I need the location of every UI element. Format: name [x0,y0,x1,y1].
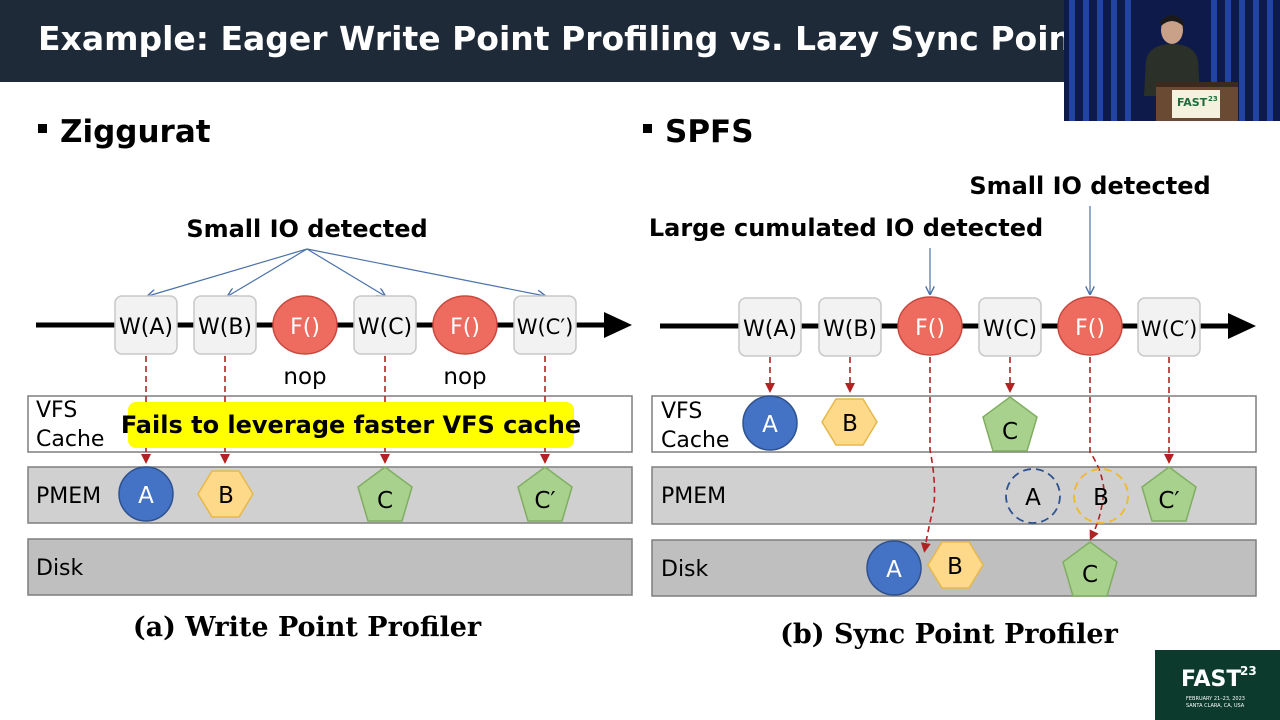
right-vfs-label-2: Cache [661,428,729,453]
right-annotation-arrows [930,206,1090,294]
svg-text:W(A): W(A) [743,317,797,342]
right-write-arrows [765,357,1174,553]
left-op-w-a: W(A) [114,295,178,355]
right-annotation-small: Small IO detected [969,172,1210,200]
right-annotation-large: Large cumulated IO detected [649,214,1043,242]
right-op-w-b: W(B) [818,297,882,357]
right-disk-label: Disk [661,557,709,582]
svg-text:C′: C′ [534,488,555,514]
conference-logo-name: FAST [1181,667,1241,692]
right-op-flush-1: F() [897,296,963,356]
svg-text:W(C): W(C) [358,315,412,340]
svg-text:W(C′): W(C′) [1141,317,1198,341]
right-op-w-a: W(A) [738,297,802,357]
right-disk-block-b: B [927,541,984,589]
right-op-w-c-prime: W(C′) [1137,297,1201,357]
svg-text:B: B [1093,485,1109,511]
left-heading-bullet [38,124,47,133]
right-vfs-block-c: C [982,396,1038,452]
left-annotation: Small IO detected [186,215,427,243]
right-vfs-label-1: VFS [661,399,702,424]
right-heading-bullet [643,124,652,133]
right-vfs-block-a: A [742,395,798,451]
svg-text:A: A [138,483,154,509]
left-pmem-label: PMEM [36,484,101,509]
left-nop-2: nop [443,364,486,390]
svg-text:C′: C′ [1158,488,1179,514]
svg-text:F(): F() [290,315,320,340]
left-op-w-b: W(B) [193,295,257,355]
svg-text:W(C′): W(C′) [517,315,574,339]
right-disk-block-a: A [866,540,922,596]
left-pmem-block-a: A [118,466,174,522]
right-disk-block-c: C [1062,541,1118,597]
svg-text:Fails to leverage faster VFS c: Fails to leverage faster VFS cache [121,411,581,439]
speaker-video: FAST 23 [1064,0,1280,121]
speaker-video-scene: FAST 23 [1064,0,1280,121]
svg-text:B: B [842,411,858,437]
left-op-flush-1: F() [272,295,338,355]
svg-text:W(B): W(B) [823,317,877,342]
svg-text:A: A [886,557,902,583]
right-pmem-block-c-prime: C′ [1141,466,1197,522]
conference-logo-location: SANTA CLARA, CA, USA [1186,703,1245,709]
left-vfs-label-2: Cache [36,427,104,452]
svg-text:F(): F() [915,316,945,341]
right-pmem-block-a-released: A [1005,468,1061,524]
svg-text:B: B [947,554,963,580]
right-pmem-block-b-released: B [1073,468,1129,524]
left-nop-1: nop [283,364,326,390]
left-annotation-arrows [148,248,545,296]
podium: FAST 23 [1156,82,1238,121]
svg-text:A: A [1025,485,1041,511]
left-pmem-block-c-prime: C′ [517,466,573,522]
left-pmem-block-c: C [357,466,413,522]
svg-text:C: C [377,488,393,514]
podium-logo-sup: 23 [1208,95,1218,103]
svg-text:B: B [218,483,234,509]
left-callout: Fails to leverage faster VFS cache [121,402,581,448]
conference-logo-sup: 23 [1240,664,1257,678]
svg-text:F(): F() [1075,316,1105,341]
right-heading: SPFS [665,114,754,150]
svg-text:W(A): W(A) [119,315,173,340]
right-vfs-block-b: B [821,398,878,446]
left-caption: (a) Write Point Profiler [133,612,482,643]
left-op-w-c-prime: W(C′) [513,295,577,355]
svg-text:A: A [762,412,778,438]
right-caption: (b) Sync Point Profiler [780,619,1118,650]
conference-logo-dates: FEBRUARY 21–23, 2023 [1186,696,1245,702]
right-pmem-label: PMEM [661,484,726,509]
slide-title: Example: Eager Write Point Profiling vs.… [38,19,1068,58]
right-op-flush-2: F() [1057,296,1123,356]
left-heading: Ziggurat [60,114,211,150]
podium-logo: FAST [1177,96,1208,109]
left-pmem-block-b: B [197,470,254,518]
left-op-w-c: W(C) [353,295,417,355]
svg-text:W(C): W(C) [983,317,1037,342]
left-vfs-label-1: VFS [36,398,77,423]
svg-text:C: C [1002,419,1018,445]
svg-text:C: C [1082,562,1098,588]
svg-text:W(B): W(B) [198,315,252,340]
left-op-flush-2: F() [432,295,498,355]
right-op-w-c: W(C) [978,297,1042,357]
left-disk-label: Disk [36,556,84,581]
left-disk-layer [27,538,633,596]
conference-logo: FAST 23 FEBRUARY 21–23, 2023 SANTA CLARA… [1155,650,1280,720]
svg-text:F(): F() [450,315,480,340]
